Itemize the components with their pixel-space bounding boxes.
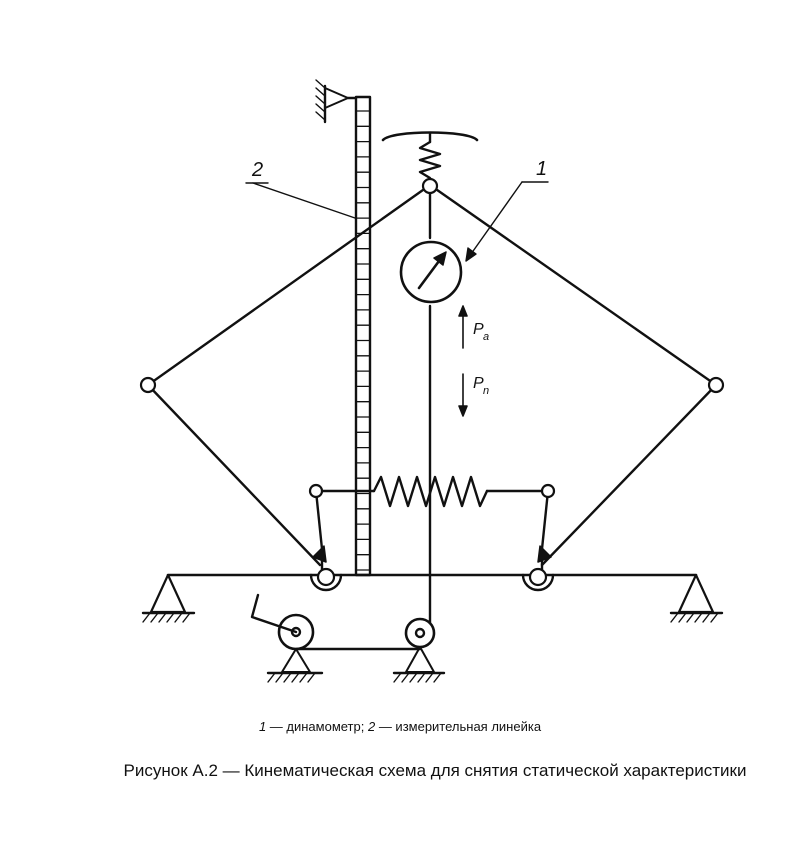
force-up-subscript: a [483, 331, 489, 343]
wall-support [315, 79, 358, 124]
right-spring-joint [540, 483, 556, 499]
pivot-joints [139, 177, 725, 587]
horizontal-spring [314, 475, 550, 508]
legend-item2-text: — измерительная линейка [375, 719, 542, 734]
ruler-number-label: 2 [251, 159, 263, 181]
force-arrows [458, 305, 468, 417]
legend-item1-text: — динамометр; [266, 719, 368, 734]
figure-caption: Рисунок А.2 — Кинематическая схема для с… [123, 761, 747, 780]
top-spring [381, 131, 479, 180]
winch-assembly [250, 593, 446, 683]
top-joint [421, 177, 439, 195]
force-up-label: P [473, 321, 484, 338]
base-beam [141, 573, 724, 623]
right-base-joint [528, 567, 548, 587]
left-spring-joint [308, 483, 324, 499]
legend-item1-number: 1 [258, 719, 267, 734]
leader-lines [245, 181, 549, 262]
measuring-ruler [354, 95, 372, 577]
figure-legend: 1 — динамометр; 2 — измерительная линейк… [0, 719, 800, 734]
lever-frame [146, 183, 718, 574]
right-joint [707, 376, 725, 394]
force-down-subscript: n [483, 385, 489, 397]
force-down-label: P [473, 375, 484, 392]
legend-item2-number: 2 [367, 719, 376, 734]
left-base-joint [316, 567, 336, 587]
left-joint [139, 376, 157, 394]
dynamometer-number-label: 1 [536, 158, 547, 180]
dynamometer-assembly [399, 183, 463, 627]
